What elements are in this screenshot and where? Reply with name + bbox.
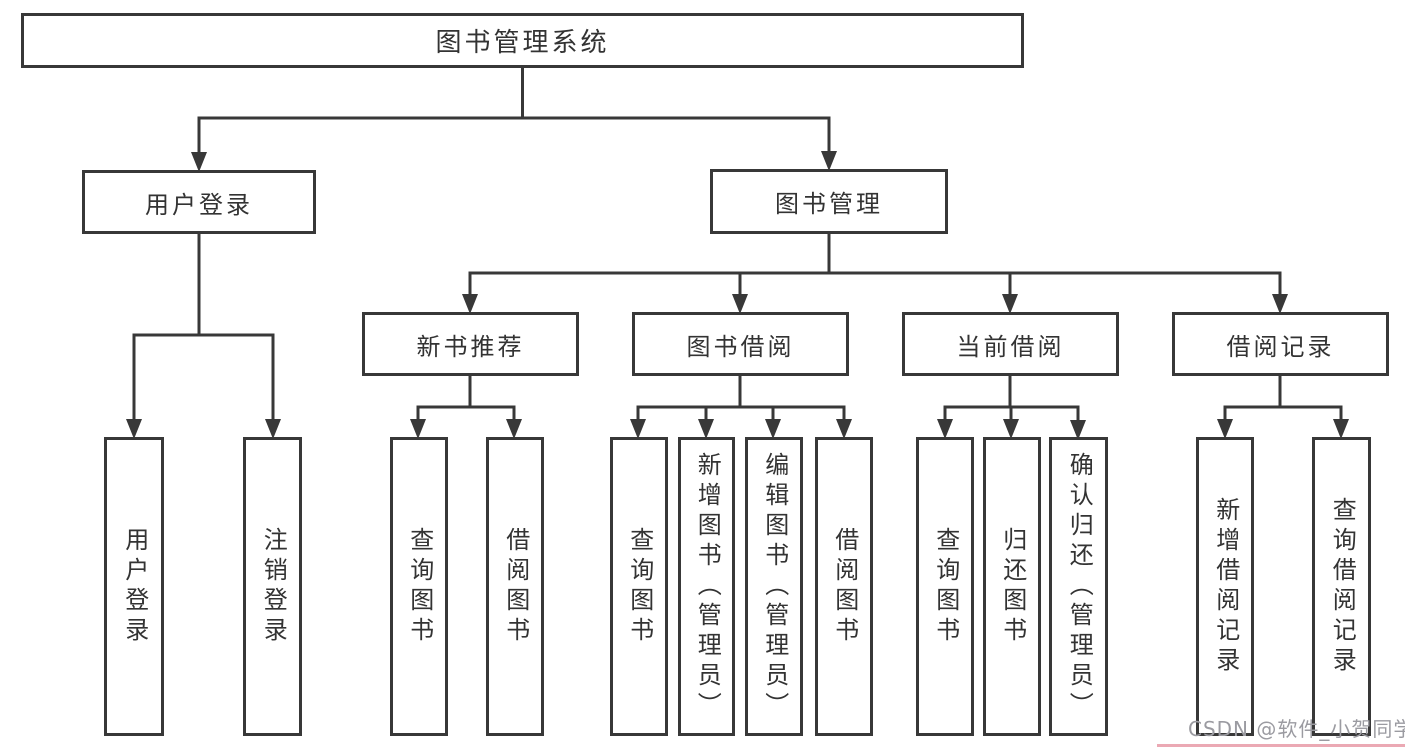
node-user-login: 用户登录 — [82, 170, 316, 234]
node-borrow-records: 借阅记录 — [1172, 312, 1389, 376]
node-book-management-label: 图书管理 — [775, 190, 883, 218]
leaf-borrow-books-borrow: 借阅图书 — [815, 437, 873, 736]
node-root-label: 图书管理系统 — [435, 28, 610, 58]
leaf-query-books-borrow: 查询图书 — [610, 437, 668, 736]
leaf-query-borrow-record: 查询借阅记录 — [1312, 437, 1371, 736]
leaf-query-books-newbook-label: 查询图书 — [405, 526, 434, 647]
leaf-borrow-books-borrow-label: 借阅图书 — [830, 526, 859, 647]
leaf-add-borrow-record: 新增借阅记录 — [1196, 437, 1254, 736]
node-book-borrow-label: 图书借阅 — [686, 332, 795, 361]
node-user-login-label: 用户登录 — [145, 190, 253, 219]
connector-root — [191, 66, 837, 172]
leaf-logout-label: 注销登录 — [259, 526, 288, 647]
leaf-edit-book-admin: 编辑图书（管理员） — [745, 437, 803, 736]
connector-book-borrow — [630, 374, 852, 439]
connector-book-management — [462, 231, 1288, 314]
leaf-user-login: 用户登录 — [104, 437, 164, 736]
leaf-borrow-books-newbook-label: 借阅图书 — [501, 526, 530, 647]
leaf-query-books-newbook: 查询图书 — [390, 437, 448, 736]
connector-new-book — [410, 374, 522, 439]
node-new-book-recommend: 新书推荐 — [362, 312, 579, 376]
leaf-return-books: 归还图书 — [983, 437, 1041, 736]
node-root: 图书管理系统 — [21, 13, 1024, 68]
node-book-management: 图书管理 — [710, 169, 948, 234]
leaf-query-books-current: 查询图书 — [916, 437, 974, 736]
leaf-edit-book-admin-label: 编辑图书（管理员） — [760, 451, 789, 722]
connector-current-borrow — [937, 374, 1086, 440]
leaf-borrow-books-newbook: 借阅图书 — [486, 437, 544, 736]
leaf-logout: 注销登录 — [243, 437, 302, 736]
node-borrow-records-label: 借阅记录 — [1226, 332, 1335, 361]
leaf-confirm-return-admin: 确认归还（管理员） — [1049, 437, 1108, 736]
leaf-user-login-label: 用户登录 — [120, 526, 149, 647]
connector-borrow-records — [1217, 374, 1349, 439]
watermark-underline — [1157, 744, 1405, 747]
leaf-return-books-label: 归还图书 — [998, 526, 1027, 647]
leaf-add-borrow-record-label: 新增借阅记录 — [1211, 496, 1240, 677]
node-book-borrow: 图书借阅 — [632, 312, 849, 376]
leaf-query-borrow-record-label: 查询借阅记录 — [1328, 496, 1357, 677]
leaf-add-book-admin-label: 新增图书（管理员） — [693, 451, 722, 722]
leaf-query-books-borrow-label: 查询图书 — [625, 526, 654, 647]
node-current-borrow: 当前借阅 — [902, 312, 1119, 376]
node-current-borrow-label: 当前借阅 — [956, 332, 1065, 361]
node-new-book-recommend-label: 新书推荐 — [416, 332, 525, 361]
leaf-add-book-admin: 新增图书（管理员） — [678, 437, 735, 736]
leaf-query-books-current-label: 查询图书 — [931, 526, 960, 647]
connector-user-login — [126, 231, 281, 439]
watermark-text: CSDN @软件_小贺同学 — [1188, 717, 1405, 741]
leaf-confirm-return-admin-label: 确认归还（管理员） — [1065, 451, 1094, 722]
